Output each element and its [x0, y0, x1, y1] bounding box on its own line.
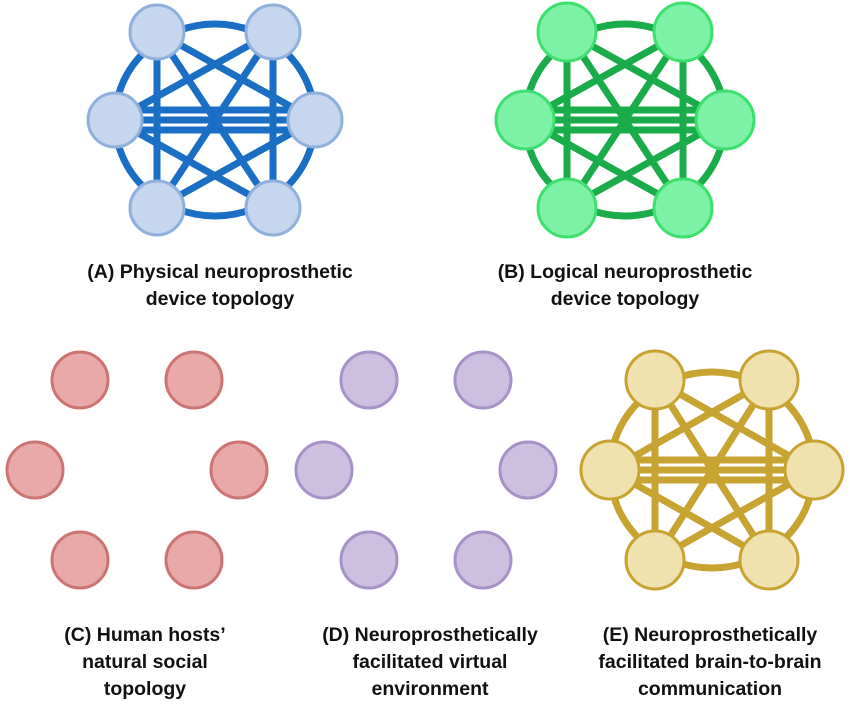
network-node	[86, 91, 144, 149]
panel-a-physical-topology	[86, 3, 344, 237]
network-node	[164, 530, 224, 590]
network-node	[128, 179, 186, 237]
network-node	[738, 529, 800, 591]
network-node	[624, 349, 686, 411]
caption-line: device topology	[145, 288, 295, 310]
network-node	[652, 1, 714, 63]
panel-d-caption: (D) Neuroprosthetically facilitated virt…	[295, 622, 565, 703]
caption-line: (B) Logical neuroprosthetic	[497, 261, 753, 283]
network-node	[624, 529, 686, 591]
mesh-edge	[153, 28, 319, 124]
panel-c-caption: (C) Human hosts’ natural social topology	[20, 622, 270, 703]
mesh-edge	[153, 116, 319, 212]
network-node	[536, 1, 598, 63]
network-node	[50, 530, 110, 590]
network-node	[5, 440, 65, 500]
network-node	[694, 89, 756, 151]
network-node	[128, 3, 186, 61]
network-node	[536, 177, 598, 239]
panel-b-caption: (B) Logical neuroprosthetic device topol…	[455, 259, 795, 313]
mesh-edge	[111, 116, 277, 212]
network-node	[738, 349, 800, 411]
mesh-edge	[111, 28, 277, 124]
caption-line: topology	[103, 678, 187, 700]
panel-c-social-topology	[5, 350, 269, 590]
network-node	[286, 91, 344, 149]
panel-b-logical-topology	[494, 1, 756, 239]
panel-e-caption: (E) Neuroprosthetically facilitated brai…	[575, 622, 845, 703]
caption-line: device topology	[550, 288, 700, 310]
network-node	[50, 350, 110, 410]
network-node	[164, 350, 224, 410]
panel-e-brain-to-brain	[579, 349, 845, 591]
network-node	[494, 89, 556, 151]
caption-line: facilitated virtual	[352, 651, 508, 673]
network-node	[294, 440, 354, 500]
network-node	[783, 439, 845, 501]
network-node	[453, 530, 513, 590]
caption-line: (A) Physical neuroprosthetic	[87, 261, 353, 283]
network-node	[339, 530, 399, 590]
caption-line: (E) Neuroprosthetically	[602, 624, 818, 646]
panel-a-caption: (A) Physical neuroprosthetic device topo…	[60, 259, 380, 313]
network-node	[579, 439, 641, 501]
network-node	[209, 440, 269, 500]
panel-d-virtual-environment	[294, 350, 558, 590]
caption-line: environment	[371, 678, 489, 700]
network-node	[244, 179, 302, 237]
caption-line: natural social	[82, 651, 208, 673]
caption-line: communication	[637, 678, 783, 700]
caption-line: (D) Neuroprosthetically	[322, 624, 538, 646]
network-node	[339, 350, 399, 410]
network-node	[652, 177, 714, 239]
network-node	[244, 3, 302, 61]
network-node	[498, 440, 558, 500]
caption-line: (C) Human hosts’	[64, 624, 226, 646]
network-node	[453, 350, 513, 410]
caption-line: facilitated brain-to-brain	[598, 651, 822, 673]
